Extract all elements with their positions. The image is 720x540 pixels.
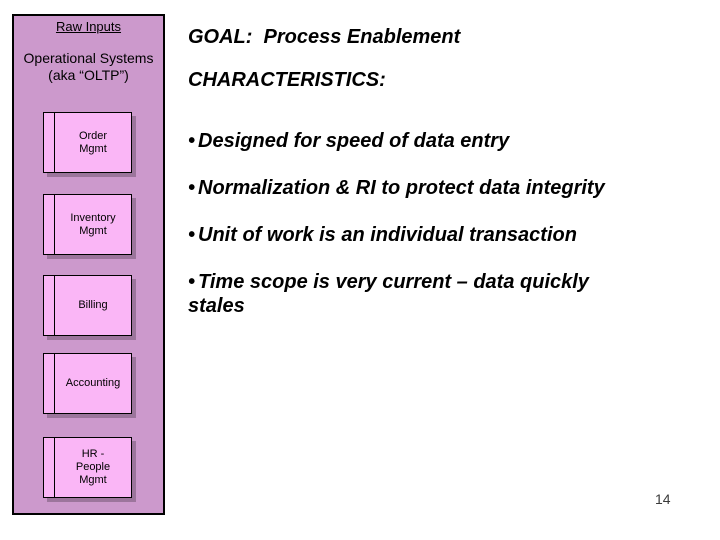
- panel-subtitle: Operational Systems (aka “OLTP”): [14, 50, 163, 84]
- bullet-list: •Designed for speed of data entry •Norma…: [188, 129, 632, 318]
- box-order-mgmt-label: Order Mgmt: [78, 129, 108, 155]
- box-tab-line: [54, 195, 55, 254]
- box-billing: Billing: [43, 275, 132, 336]
- box-inventory-mgmt-label: Inventory Mgmt: [70, 211, 116, 237]
- box-tab-line: [54, 113, 55, 172]
- bullet-marker: •: [188, 271, 196, 293]
- bullet-item-3-text: Unit of work is an individual transactio…: [198, 224, 577, 246]
- characteristics-heading: CHARACTERISTICS:: [188, 69, 386, 91]
- bullet-item-2-text: Normalization & RI to protect data integ…: [198, 177, 605, 199]
- box-billing-label: Billing: [78, 299, 108, 311]
- box-hr-people-mgmt-label: HR - People Mgmt: [75, 448, 111, 486]
- box-tab-line: [54, 438, 55, 497]
- bullet-item-4: •Time scope is very current – data quick…: [188, 270, 632, 318]
- bullet-item-2: •Normalization & RI to protect data inte…: [188, 176, 632, 200]
- box-hr-people-mgmt: HR - People Mgmt: [43, 437, 132, 498]
- box-accounting: Accounting: [43, 353, 132, 414]
- box-order-mgmt: Order Mgmt: [43, 112, 132, 173]
- panel-title: Raw Inputs: [55, 19, 122, 34]
- goal-heading: GOAL: Process Enablement: [188, 26, 461, 48]
- bullet-marker: •: [188, 177, 196, 199]
- box-inventory-mgmt: Inventory Mgmt: [43, 194, 132, 255]
- bullet-item-4-text: Time scope is very current – data quickl…: [188, 271, 589, 317]
- bullet-marker: •: [188, 130, 196, 152]
- panel-subtitle-line2: (aka “OLTP”): [48, 67, 129, 83]
- bullet-item-3: •Unit of work is an individual transacti…: [188, 223, 632, 247]
- bullet-item-1: •Designed for speed of data entry: [188, 129, 632, 153]
- bullet-marker: •: [188, 224, 196, 246]
- box-accounting-label: Accounting: [65, 377, 121, 389]
- panel-subtitle-line1: Operational Systems: [23, 50, 154, 66]
- oltp-systems-panel: Raw Inputs Operational Systems (aka “OLT…: [12, 14, 165, 515]
- bullet-item-1-text: Designed for speed of data entry: [198, 130, 510, 152]
- page-number: 14: [655, 491, 671, 507]
- box-tab-line: [54, 354, 55, 413]
- slide-body: GOAL: Process Enablement CHARACTERISTICS…: [188, 26, 632, 341]
- box-tab-line: [54, 276, 55, 335]
